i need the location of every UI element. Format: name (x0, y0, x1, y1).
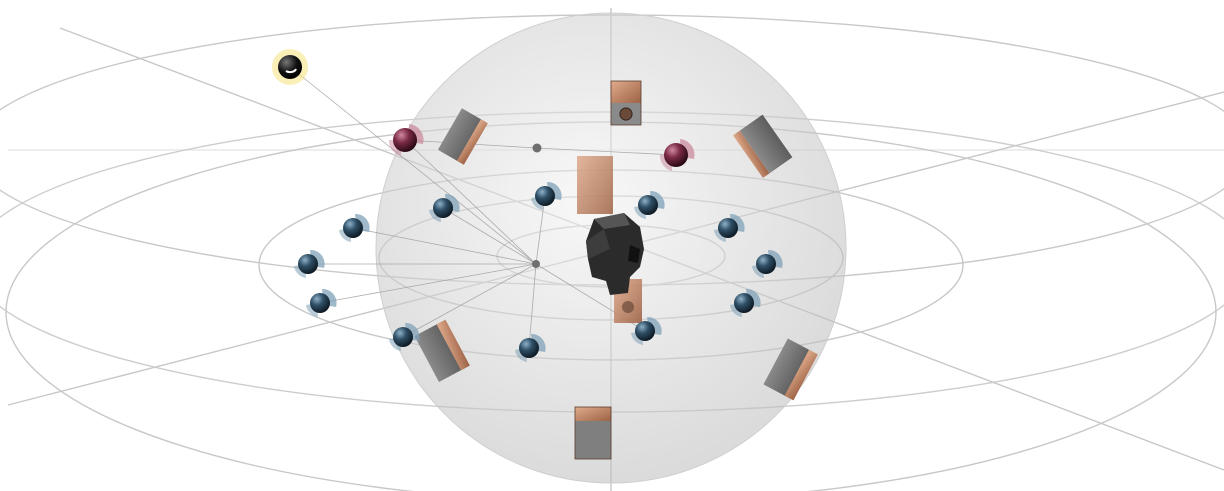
connection-line (289, 66, 537, 265)
sound-source-icon[interactable] (306, 288, 337, 317)
connection-line (528, 263, 537, 349)
loudspeaker-upper-right[interactable] (733, 114, 793, 178)
loudspeaker-lower-left[interactable] (414, 319, 470, 382)
loudspeaker-top[interactable] (610, 80, 642, 126)
loudspeaker-center-back[interactable] (577, 156, 613, 214)
source-connections (289, 66, 677, 349)
connection-line (319, 263, 537, 304)
sound-source-icon[interactable] (339, 213, 370, 242)
connection-line (535, 195, 546, 265)
connection-line (442, 207, 537, 265)
light-source-icon[interactable] (272, 49, 308, 85)
pivot-point-upper (532, 143, 542, 153)
sound-source-icon[interactable] (294, 249, 325, 278)
loudspeaker-bottom[interactable] (574, 406, 612, 460)
pivot-point-center (532, 260, 540, 268)
loudspeakers (414, 80, 818, 460)
connection-line (404, 139, 537, 265)
loudspeaker-lower-right[interactable] (763, 338, 818, 401)
listener-head-icon[interactable] (586, 213, 644, 295)
connection-line (535, 147, 677, 156)
connection-line (402, 263, 537, 338)
connection-line (352, 227, 537, 265)
